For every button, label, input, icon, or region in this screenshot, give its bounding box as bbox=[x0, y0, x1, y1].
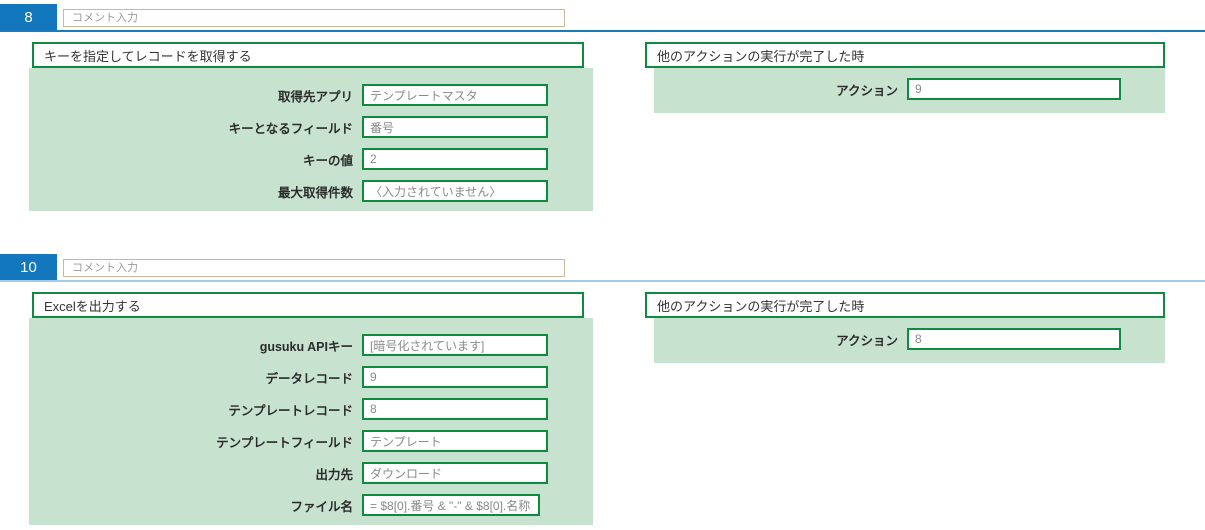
field-row: 取得先アプリ bbox=[29, 84, 593, 106]
field-input-trigger-action[interactable] bbox=[907, 328, 1121, 350]
field-label: キーとなるフィールド bbox=[228, 121, 353, 136]
trigger-title[interactable]: 他のアクションの実行が完了した時 bbox=[645, 42, 1165, 68]
trigger-panel-body: アクション bbox=[654, 318, 1165, 363]
action-title[interactable]: キーを指定してレコードを取得する bbox=[32, 42, 584, 68]
field-row: アクション bbox=[654, 328, 1165, 350]
comment-input[interactable] bbox=[63, 259, 565, 277]
field-label: テンプレートレコード bbox=[228, 403, 353, 418]
field-input-key-value[interactable] bbox=[362, 148, 548, 170]
field-row: キーの値 bbox=[29, 148, 593, 170]
field-row: 最大取得件数 bbox=[29, 180, 593, 202]
field-label: 最大取得件数 bbox=[277, 185, 353, 200]
field-row: アクション bbox=[654, 78, 1165, 100]
field-input-template-field[interactable] bbox=[362, 430, 548, 452]
separator-line bbox=[0, 30, 1205, 32]
action-panel-body: 取得先アプリ キーとなるフィールド キーの値 最大取得件数 bbox=[29, 68, 593, 211]
field-row: キーとなるフィールド bbox=[29, 116, 593, 138]
field-label: アクション bbox=[836, 333, 898, 348]
comment-input[interactable] bbox=[63, 9, 565, 27]
action-panel: キーを指定してレコードを取得する 取得先アプリ キーとなるフィールド キーの値 … bbox=[29, 42, 593, 211]
field-row: データレコード bbox=[29, 366, 593, 388]
action-panel-body: gusuku APIキー データレコード テンプレートレコード テンプレートフィ… bbox=[29, 318, 593, 525]
field-label: テンプレートフィールド bbox=[216, 435, 353, 450]
field-label: キーの値 bbox=[302, 153, 353, 168]
field-input-key-field[interactable] bbox=[362, 116, 548, 138]
trigger-title[interactable]: 他のアクションの実行が完了した時 bbox=[645, 292, 1165, 318]
field-input-file-name[interactable] bbox=[362, 494, 540, 516]
field-input-output-destination[interactable] bbox=[362, 462, 548, 484]
field-row: ファイル名 bbox=[29, 494, 593, 516]
field-row: テンプレートフィールド bbox=[29, 430, 593, 452]
field-row: gusuku APIキー bbox=[29, 334, 593, 356]
field-label: アクション bbox=[836, 83, 898, 98]
field-label: 出力先 bbox=[315, 467, 353, 482]
trigger-panel: 他のアクションの実行が完了した時 アクション bbox=[645, 42, 1165, 113]
field-input-gusuku-api-key[interactable] bbox=[362, 334, 548, 356]
action-number-badge: 10 bbox=[0, 254, 57, 280]
trigger-panel-body: アクション bbox=[654, 68, 1165, 113]
separator-line bbox=[0, 280, 1205, 282]
field-input-data-record[interactable] bbox=[362, 366, 548, 388]
action-title[interactable]: Excelを出力する bbox=[32, 292, 584, 318]
action-number-badge: 8 bbox=[0, 4, 57, 30]
action-panel: Excelを出力する gusuku APIキー データレコード テンプレートレコ… bbox=[29, 292, 593, 525]
field-input-trigger-action[interactable] bbox=[907, 78, 1121, 100]
field-label: データレコード bbox=[265, 371, 353, 386]
field-input-template-record[interactable] bbox=[362, 398, 548, 420]
field-label: 取得先アプリ bbox=[277, 89, 353, 104]
field-input-target-app[interactable] bbox=[362, 84, 548, 106]
field-row: 出力先 bbox=[29, 462, 593, 484]
field-row: テンプレートレコード bbox=[29, 398, 593, 420]
field-input-max-records[interactable] bbox=[362, 180, 548, 202]
trigger-panel: 他のアクションの実行が完了した時 アクション bbox=[645, 292, 1165, 363]
field-label: ファイル名 bbox=[290, 499, 353, 514]
field-label: gusuku APIキー bbox=[259, 339, 353, 354]
